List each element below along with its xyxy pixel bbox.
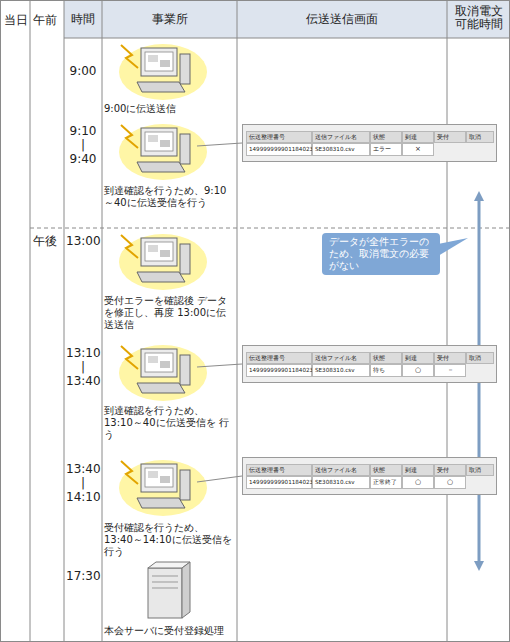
column-rule bbox=[237, 0, 238, 642]
computer-icon bbox=[119, 460, 207, 516]
server-icon bbox=[148, 562, 190, 618]
screen-leader bbox=[197, 143, 242, 146]
day-label: 当日 bbox=[4, 13, 30, 27]
table-header-cell: 送信ファイル名 bbox=[312, 352, 370, 364]
table-header-cell: 伝送整理番号 bbox=[246, 352, 312, 364]
table-header-cell: 状態 bbox=[370, 352, 402, 364]
time-label: 9:40 bbox=[66, 152, 100, 166]
table-data-cell: 正常終了 bbox=[370, 476, 402, 489]
period-label: 午後 bbox=[33, 234, 64, 248]
table-data-cell: ○ bbox=[402, 476, 434, 489]
time-label: 14:10 bbox=[66, 490, 100, 504]
table-data-cell: × bbox=[402, 143, 434, 156]
callout-tail bbox=[438, 238, 468, 256]
screen-window: 伝送整理番号送信ファイル名状態到達受付取消 1499999999011840234… bbox=[242, 124, 497, 162]
screen-window: 伝送整理番号送信ファイル名状態到達受付取消 1499999999011840234… bbox=[242, 345, 497, 383]
step-caption: 9:00に伝送送信 bbox=[104, 103, 232, 115]
server-slot bbox=[152, 582, 178, 583]
table-header-cell: 伝送整理番号 bbox=[246, 464, 312, 476]
server-body bbox=[148, 568, 182, 618]
time-label: 9:10 bbox=[66, 124, 100, 138]
column-rule bbox=[30, 0, 31, 642]
table-data-cell: SE308310.csv bbox=[312, 364, 370, 377]
table-data-cell: SE308310.csv bbox=[312, 476, 370, 489]
office-terminal: 受付エラーを確認後 データを修正し、再度 13:00に伝送送信 bbox=[119, 234, 207, 290]
time-label: 9:00 bbox=[66, 64, 100, 78]
table-header-cell: 状態 bbox=[370, 131, 402, 143]
period-divider bbox=[30, 228, 510, 229]
table-header-cell: 受付 bbox=[434, 464, 466, 476]
period-label: 午前 bbox=[33, 13, 64, 27]
table-data-cell: ○ bbox=[402, 364, 434, 377]
callout-bubble: データが全件エラーのため、取消電文の必要がない bbox=[322, 233, 440, 275]
table-header-cell: 到達 bbox=[402, 131, 434, 143]
column-rule bbox=[102, 0, 103, 642]
table-header-cell: 取消 bbox=[466, 131, 494, 143]
table-data-cell: ○ bbox=[434, 476, 466, 489]
table-data-cell: エラー bbox=[370, 143, 402, 156]
time-label: 13:40 bbox=[66, 462, 100, 476]
table-header-cell: 伝送整理番号 bbox=[246, 131, 312, 143]
time-range-bar: | bbox=[66, 476, 100, 490]
server-side bbox=[182, 562, 190, 618]
step-caption: 到達確認を行うため、13:10～40に伝送受信を 行う bbox=[104, 405, 232, 441]
computer-icon bbox=[119, 345, 207, 401]
screen-leader bbox=[197, 476, 242, 482]
header-band bbox=[64, 0, 510, 38]
server-node: 本会サーバに受付登録処理 bbox=[146, 562, 192, 620]
step-caption: 受付確認を行うため、13:40～14:10に伝送受信を行う bbox=[104, 522, 232, 558]
office-terminal: 9:00に伝送送信 bbox=[119, 44, 207, 100]
computer-icon bbox=[119, 44, 207, 100]
office-terminal: 到達確認を行うため、9:10～40に伝送受信を行う bbox=[119, 124, 207, 180]
column-header: 事業所 bbox=[102, 12, 237, 26]
table-data-cell: 14999999990118402340 bbox=[246, 476, 312, 489]
office-terminal: 受付確認を行うため、13:40～14:10に伝送受信を行う bbox=[119, 460, 207, 516]
step-caption: 到達確認を行うため、9:10～40に伝送受信を行う bbox=[104, 185, 232, 209]
table-data-cell: 14999999990118402340 bbox=[246, 143, 312, 156]
column-rule bbox=[447, 0, 448, 642]
screen-leader bbox=[197, 364, 242, 367]
column-header: 時間 bbox=[64, 12, 102, 26]
time-range-bar: | bbox=[66, 360, 100, 374]
table-header-cell: 送信ファイル名 bbox=[312, 131, 370, 143]
office-terminal: 到達確認を行うため、13:10～40に伝送受信を 行う bbox=[119, 345, 207, 401]
table-header-cell: 受付 bbox=[434, 352, 466, 364]
table-data-cell: SE308310.csv bbox=[312, 143, 370, 156]
column-header: 取消電文 可能時間 bbox=[452, 5, 505, 31]
time-range-bar: | bbox=[66, 138, 100, 152]
callout-text: データが全件エラーのため、取消電文の必要がない bbox=[329, 236, 433, 272]
time-label: 13:00 bbox=[66, 234, 100, 248]
table-header-cell: 到達 bbox=[402, 464, 434, 476]
screen-window: 伝送整理番号送信ファイル名状態到達受付取消 1499999999011840234… bbox=[242, 457, 497, 495]
table-header-cell: 送信ファイル名 bbox=[312, 464, 370, 476]
computer-icon bbox=[119, 124, 207, 180]
table-header-cell: 取消 bbox=[466, 352, 494, 364]
step-caption: 本会サーバに受付登録処理 bbox=[104, 625, 236, 637]
table-header-cell: 受付 bbox=[434, 131, 466, 143]
time-label: 13:10 bbox=[66, 346, 100, 360]
server-slot bbox=[152, 588, 178, 589]
server-slot bbox=[152, 576, 178, 577]
table-data-cell: － bbox=[434, 364, 466, 377]
computer-icon bbox=[119, 234, 207, 290]
time-label: 13:40 bbox=[66, 374, 100, 388]
step-caption: 受付エラーを確認後 データを修正し、再度 13:00に伝送送信 bbox=[104, 295, 232, 331]
table-data-cell: 14999999990118402340 bbox=[246, 364, 312, 377]
column-header: 伝送送信画面 bbox=[237, 12, 447, 26]
table-header-cell: 取消 bbox=[466, 464, 494, 476]
header-rule bbox=[64, 38, 510, 39]
time-label: 17:30 bbox=[66, 569, 100, 583]
column-rule bbox=[64, 0, 65, 642]
table-data-cell: 待ち bbox=[370, 364, 402, 377]
table-header-cell: 到達 bbox=[402, 352, 434, 364]
table-header-cell: 状態 bbox=[370, 464, 402, 476]
